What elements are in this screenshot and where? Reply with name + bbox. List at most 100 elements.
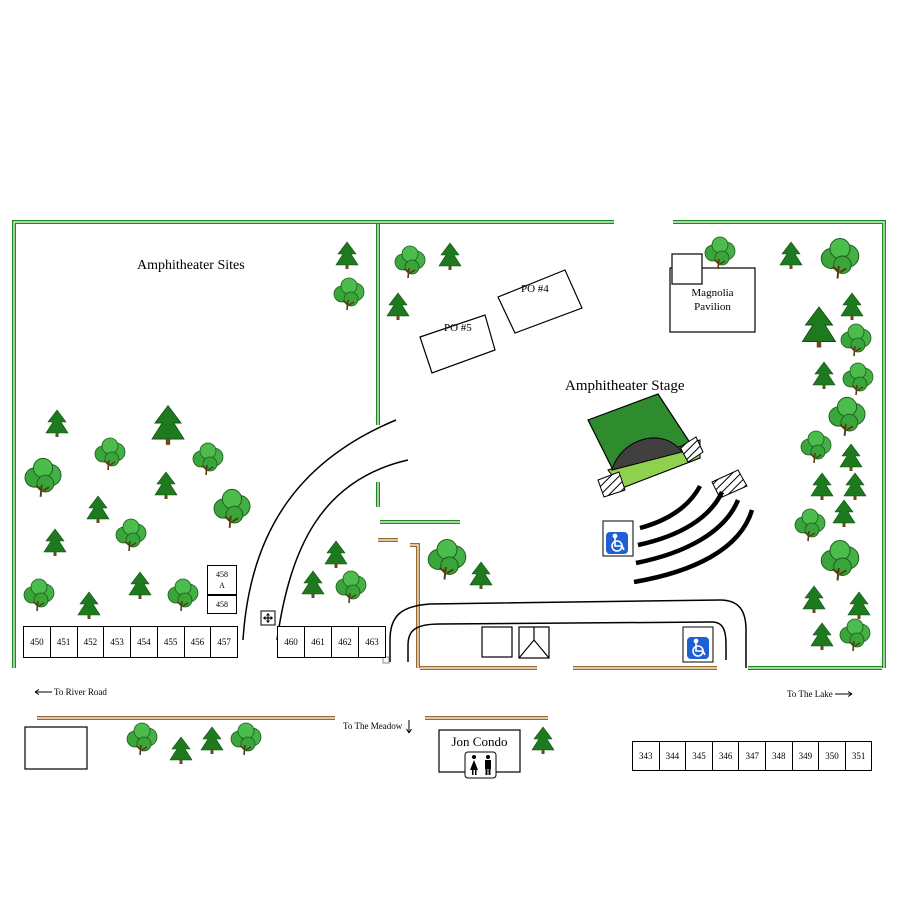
oak-tree-icon [167, 578, 199, 612]
campsite-347[interactable]: 347 [738, 741, 766, 771]
campsite-number: 347 [745, 751, 759, 761]
pine-tree-icon [301, 570, 325, 599]
campsite-number: 460 [284, 637, 298, 647]
campsite-number: 456 [190, 637, 205, 647]
magnolia-pavilion[interactable] [669, 253, 756, 333]
pine-tree-icon [335, 241, 359, 270]
campsite-number: 457 [217, 637, 231, 647]
oak-tree-icon [427, 538, 467, 581]
oak-tree-icon [842, 362, 874, 396]
oak-tree-icon [24, 457, 62, 498]
oak-tree-icon [333, 277, 365, 311]
wheelchair-icon [692, 638, 706, 657]
pine-tree-icon [169, 736, 193, 765]
pine-tree-icon [812, 361, 836, 390]
pine-tree-icon [128, 571, 152, 600]
campsite-number: 451 [56, 637, 71, 647]
campsite-454[interactable]: 454 [130, 626, 158, 658]
campsite-349[interactable]: 349 [791, 741, 820, 771]
direction-river-road: To River Road [54, 687, 107, 697]
campsite-451[interactable]: 451 [49, 626, 78, 658]
oak-tree-icon [840, 323, 872, 357]
campsite-456[interactable]: 456 [183, 626, 212, 658]
campsite-number: 463 [365, 637, 379, 647]
pine-tree-icon [200, 726, 224, 755]
pine-tree-icon [531, 726, 555, 755]
campsite-450[interactable]: 450 [23, 626, 51, 658]
oak-tree-icon [820, 237, 860, 280]
oak-tree-icon [820, 539, 860, 582]
pine-tree-icon [840, 292, 864, 321]
roads [242, 419, 747, 668]
direction-the-meadow: To The Meadow [343, 721, 403, 731]
parking-shelter [481, 626, 513, 658]
magnolia-label-line1: Magnolia [691, 287, 734, 299]
pine-tree-icon [779, 241, 803, 270]
campsite-452[interactable]: 452 [76, 626, 105, 658]
amphitheater-sites-label: Amphitheater Sites [137, 258, 245, 273]
direction-arrows [34, 689, 853, 734]
pine-tree-icon [832, 499, 856, 528]
campsite-number: 343 [639, 751, 653, 761]
po5-label: PO #5 [444, 322, 472, 334]
pine-tree-icon [386, 292, 410, 321]
site-458a-letter: A [219, 581, 225, 590]
amphitheater-seating [633, 484, 755, 585]
campsite-351[interactable]: 351 [844, 741, 873, 771]
campsite-463[interactable]: 463 [358, 626, 386, 658]
move-icon[interactable] [260, 610, 276, 626]
oak-tree-icon [230, 722, 262, 756]
campsite-455[interactable]: 455 [156, 626, 185, 658]
po-4[interactable] [497, 269, 583, 334]
campsite-number: 450 [30, 637, 44, 647]
pine-tree-icon [438, 242, 462, 271]
campsite-number: 462 [338, 637, 352, 647]
pine-tree-icon [810, 472, 834, 501]
pine-tree-icon [154, 471, 178, 500]
oak-tree-icon [94, 437, 126, 471]
direction-the-lake: To The Lake [787, 689, 833, 699]
campsite-number: 344 [665, 751, 680, 761]
amphitheater-stage[interactable] [587, 393, 748, 499]
campsite-344[interactable]: 344 [658, 741, 687, 771]
campsite-343[interactable]: 343 [632, 741, 660, 771]
oak-tree-icon [704, 236, 736, 270]
campsite-460[interactable]: 460 [277, 626, 305, 658]
campsite-number: 350 [825, 751, 839, 761]
campsite-number: 348 [772, 751, 786, 761]
pine-tree-icon [77, 591, 101, 620]
oak-tree-icon [192, 442, 224, 476]
pine-tree-icon [469, 561, 493, 590]
pine-tree-icon [43, 528, 67, 557]
pine-tree-icon [843, 472, 867, 501]
campsite-number: 351 [851, 751, 866, 761]
campsite-number: 461 [311, 637, 325, 647]
campsite-number: 346 [718, 751, 733, 761]
campsite-457[interactable]: 457 [210, 626, 238, 658]
campsite-461[interactable]: 461 [304, 626, 332, 658]
site-458[interactable]: 458 [207, 595, 237, 614]
restroom-icon [470, 755, 491, 775]
oak-tree-icon [115, 518, 147, 552]
campsite-348[interactable]: 348 [765, 741, 793, 771]
pine-tree-icon [839, 443, 863, 472]
campsite-462[interactable]: 462 [331, 626, 359, 658]
oak-tree-icon [800, 430, 832, 464]
oak-tree-icon [335, 570, 367, 604]
campsite-346[interactable]: 346 [711, 741, 740, 771]
oak-tree-icon [213, 488, 251, 529]
oak-tree-icon [126, 722, 158, 756]
campsite-number: 349 [798, 751, 813, 761]
po4-label: PO #4 [521, 283, 549, 295]
oak-tree-icon [839, 618, 871, 652]
po-5[interactable] [419, 314, 496, 374]
magnolia-pavilion-label: Magnolia Pavilion [670, 286, 755, 314]
campsite-453[interactable]: 453 [103, 626, 131, 658]
parking-kiosk [518, 626, 550, 659]
campsite-350[interactable]: 350 [818, 741, 846, 771]
pine-tree-icon [151, 404, 185, 446]
site-458a[interactable]: 458 A [207, 565, 237, 595]
campsite-345[interactable]: 345 [685, 741, 713, 771]
wheelchair-icon [611, 533, 625, 552]
